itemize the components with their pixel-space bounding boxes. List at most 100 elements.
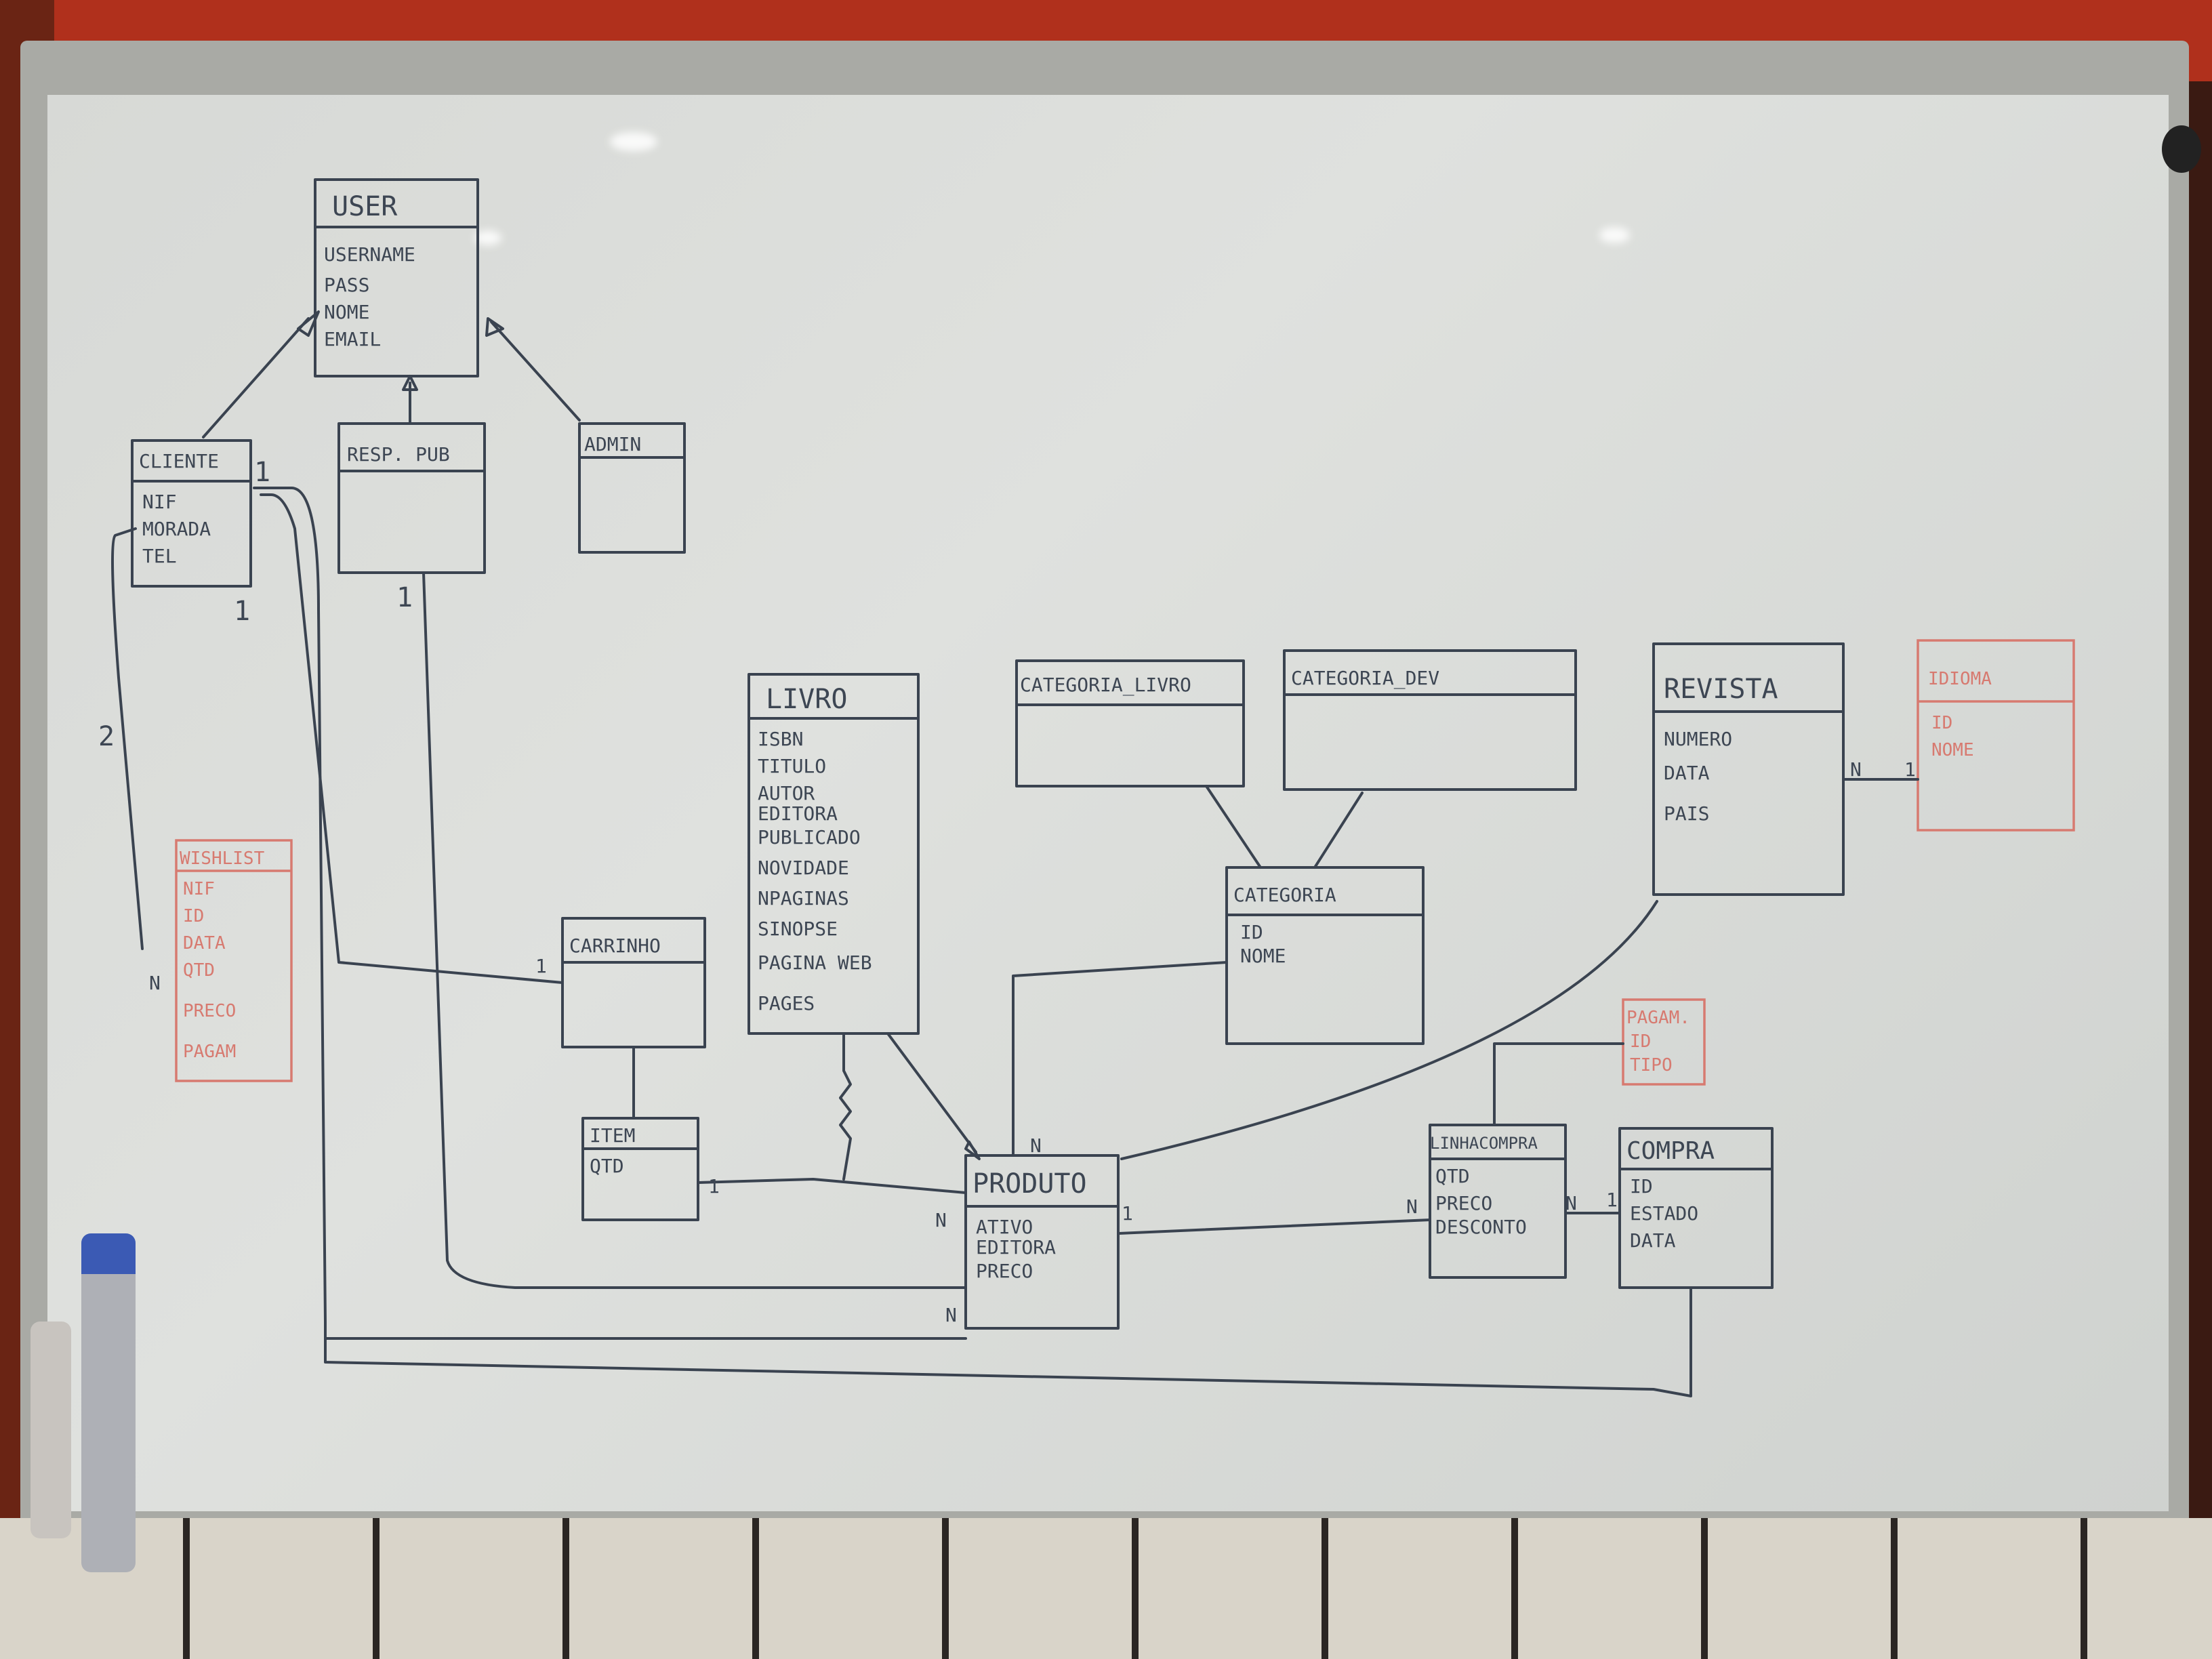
inheritance-links	[202, 310, 581, 438]
class-carrinho-title: CARRINHO	[569, 935, 661, 957]
svg-text:AUTOR: AUTOR	[758, 782, 815, 804]
svg-text:N: N	[945, 1304, 957, 1326]
svg-text:DATA: DATA	[1630, 1229, 1676, 1252]
svg-text:N: N	[1406, 1195, 1418, 1218]
class-categoria-livro-title: CATEGORIA_LIVRO	[1020, 674, 1191, 697]
class-categoria: CATEGORIA ID NOME	[1225, 866, 1425, 1045]
svg-text:NOVIDADE: NOVIDADE	[758, 857, 849, 879]
svg-text:DATA: DATA	[1664, 762, 1710, 784]
class-pagamento: PAGAM. ID TIPO	[1622, 998, 1706, 1086]
svg-text:1: 1	[254, 457, 270, 488]
svg-text:TEL: TEL	[142, 545, 177, 567]
svg-text:USERNAME: USERNAME	[324, 243, 415, 266]
class-categoria-title: CATEGORIA	[1233, 884, 1336, 906]
svg-text:DESCONTO: DESCONTO	[1435, 1216, 1527, 1238]
svg-text:PASS: PASS	[324, 274, 369, 296]
class-pagamento-title: PAGAM.	[1626, 1008, 1690, 1028]
svg-text:PRECO: PRECO	[976, 1260, 1033, 1282]
class-categoria-livro: CATEGORIA_LIVRO	[1015, 659, 1245, 787]
class-wishlist: WISHLIST NIF ID DATA QTD PRECO PAGAM	[175, 839, 293, 1082]
svg-text:ID: ID	[1931, 713, 1952, 733]
svg-text:NPAGINAS: NPAGINAS	[758, 887, 849, 909]
class-wishlist-title: WISHLIST	[180, 848, 265, 869]
svg-text:1: 1	[396, 582, 413, 613]
svg-text:NOME: NOME	[1240, 945, 1286, 967]
svg-text:ISBN: ISBN	[758, 728, 803, 750]
class-categoria-dev: CATEGORIA_DEV	[1283, 649, 1577, 791]
svg-text:1: 1	[1122, 1202, 1133, 1225]
svg-text:1: 1	[535, 955, 547, 977]
class-user: USER USERNAME PASS NOME EMAIL	[314, 178, 479, 377]
class-responsavel: RESP. PUB	[337, 422, 486, 574]
whiteboard	[47, 95, 2169, 1511]
class-livro: LIVRO ISBN TITULO AUTOR EDITORA PUBLICAD…	[747, 673, 920, 1035]
class-compra: COMPRA ID ESTADO DATA	[1618, 1127, 1774, 1289]
svg-text:N: N	[149, 972, 161, 994]
class-produto: PRODUTO ATIVO EDITORA PRECO	[964, 1154, 1120, 1330]
light-glare	[610, 132, 657, 151]
svg-text:1: 1	[1606, 1189, 1618, 1211]
light-glare	[1599, 227, 1630, 243]
svg-text:ID: ID	[1630, 1031, 1651, 1052]
svg-text:SINOPSE: SINOPSE	[758, 918, 838, 940]
marker[interactable]	[81, 1233, 136, 1572]
svg-text:2: 2	[98, 721, 115, 752]
class-user-title: USER	[332, 191, 398, 222]
class-admin-title: ADMIN	[584, 433, 641, 455]
svg-text:NOME: NOME	[324, 301, 369, 323]
svg-text:PUBLICADO: PUBLICADO	[758, 826, 861, 848]
class-admin: ADMIN	[578, 422, 686, 554]
svg-text:PAIS: PAIS	[1664, 802, 1709, 825]
board-magnet	[2162, 125, 2201, 173]
class-item-title: ITEM	[590, 1124, 635, 1147]
svg-text:ID: ID	[183, 906, 204, 926]
associations	[111, 487, 1919, 1397]
class-idioma: IDIOMA ID NOME	[1917, 639, 2075, 832]
class-categoria-dev-title: CATEGORIA_DEV	[1291, 667, 1439, 690]
svg-text:TIPO: TIPO	[1630, 1055, 1673, 1076]
svg-text:PAGAM: PAGAM	[183, 1042, 236, 1062]
svg-text:DATA: DATA	[183, 933, 226, 954]
class-produto-title: PRODUTO	[972, 1168, 1087, 1200]
svg-text:QTD: QTD	[590, 1155, 624, 1177]
svg-text:PRECO: PRECO	[1435, 1192, 1492, 1214]
svg-text:1: 1	[1904, 758, 1916, 781]
svg-text:NIF: NIF	[142, 491, 177, 513]
class-revista-title: REVISTA	[1664, 674, 1778, 705]
svg-text:N: N	[1565, 1192, 1577, 1214]
marker-tray	[0, 1518, 2212, 1659]
light-glare	[474, 230, 501, 245]
svg-text:1: 1	[234, 596, 250, 627]
multiplicity-labels: 1 1 1 1 N 2 1 N N N 1 N 1 N 1 N	[98, 457, 1916, 1326]
svg-text:PRECO: PRECO	[183, 1001, 236, 1021]
svg-text:TITULO: TITULO	[758, 755, 826, 777]
svg-text:NUMERO: NUMERO	[1664, 728, 1732, 750]
svg-text:EDITORA: EDITORA	[976, 1236, 1056, 1258]
svg-text:N: N	[1030, 1134, 1042, 1157]
svg-text:NIF: NIF	[183, 879, 215, 899]
class-responsavel-title: RESP. PUB	[347, 443, 450, 466]
svg-text:ESTADO: ESTADO	[1630, 1202, 1698, 1225]
svg-text:QTD: QTD	[183, 960, 215, 981]
svg-text:ATIVO: ATIVO	[976, 1216, 1033, 1238]
marker[interactable]	[30, 1322, 71, 1538]
class-revista: REVISTA NUMERO DATA PAIS	[1652, 642, 1845, 896]
class-idioma-title: IDIOMA	[1928, 669, 1992, 689]
svg-text:N: N	[1850, 758, 1862, 781]
svg-text:EDITORA: EDITORA	[758, 802, 838, 825]
svg-text:NOME: NOME	[1931, 740, 1974, 760]
class-livro-title: LIVRO	[766, 684, 847, 715]
svg-text:PAGES: PAGES	[758, 992, 815, 1015]
class-linha-compra-title: LINHACOMPRA	[1430, 1134, 1538, 1153]
svg-text:MORADA: MORADA	[142, 518, 211, 540]
svg-text:EMAIL: EMAIL	[324, 328, 381, 350]
svg-text:N: N	[935, 1209, 947, 1231]
svg-text:ID: ID	[1630, 1175, 1653, 1197]
svg-text:1: 1	[708, 1175, 720, 1197]
class-cliente-title: CLIENTE	[139, 450, 219, 472]
class-linha-compra: LINHACOMPRA QTD PRECO DESCONTO	[1429, 1124, 1567, 1279]
svg-text:QTD: QTD	[1435, 1165, 1470, 1187]
class-cliente: CLIENTE NIF MORADA TEL	[131, 439, 252, 588]
svg-text:ID: ID	[1240, 921, 1263, 943]
